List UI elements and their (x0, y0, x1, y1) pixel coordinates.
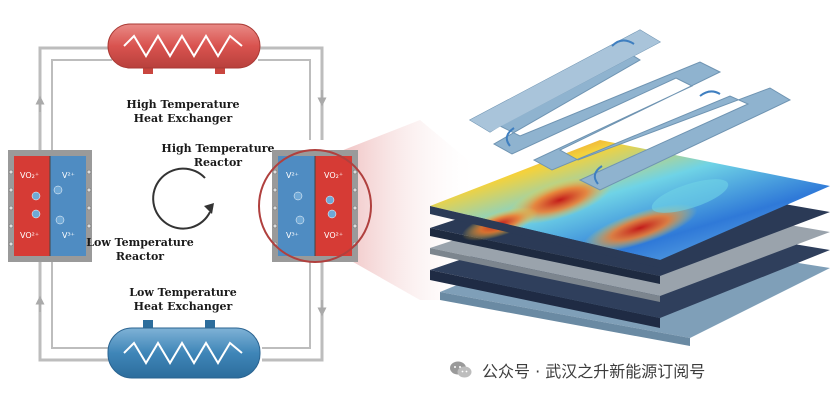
watermark-text: 公众号 · 武汉之升新能源订阅号 (482, 362, 706, 381)
wechat-icon (450, 361, 472, 378)
svg-text:V³⁺: V³⁺ (286, 231, 299, 240)
rotation-arrow-icon (152, 167, 214, 230)
high-hx-label-1: High Temperature (126, 98, 239, 111)
high-hx-label-2: Heat Exchanger (134, 112, 233, 125)
high-temp-heat-exchanger (107, 23, 261, 74)
watermark: 公众号 · 武汉之升新能源订阅号 (448, 356, 818, 384)
zoom-circle (258, 149, 372, 263)
low-temp-reactor-cell: VO₂⁺ VO²⁺ V²⁺ V³⁺ (8, 150, 92, 262)
low-reactor-label-2: Reactor (116, 250, 164, 263)
low-temp-heat-exchanger (107, 320, 261, 379)
flow-arrows (35, 90, 327, 317)
high-temp-reactor-cell: V²⁺ V³⁺ VO₂⁺ VO²⁺ (272, 150, 358, 262)
svg-text:VO²⁺: VO²⁺ (324, 231, 343, 240)
svg-text:VO₂⁺: VO₂⁺ (324, 171, 343, 180)
ion-v2-plus: V²⁺ (62, 171, 75, 180)
ion-v3-plus: V³⁺ (62, 231, 75, 240)
high-reactor-label-2: Reactor (194, 156, 242, 169)
serpentine-flow-plate (468, 29, 792, 191)
low-hx-label-1: Low Temperature (129, 286, 236, 299)
low-reactor-label-1: Low Temperature (86, 236, 193, 249)
pipe-loop (38, 46, 324, 362)
ion-vo2-plus: VO₂⁺ (20, 171, 39, 180)
temperature-heatmap-layer (430, 140, 830, 268)
ion-vo2-plus-b: VO²⁺ (20, 231, 39, 240)
high-reactor-label-1: High Temperature (161, 142, 274, 155)
svg-text:V²⁺: V²⁺ (286, 171, 299, 180)
flow-direction-arrows (505, 39, 721, 185)
low-hx-label-2: Heat Exchanger (134, 300, 233, 313)
